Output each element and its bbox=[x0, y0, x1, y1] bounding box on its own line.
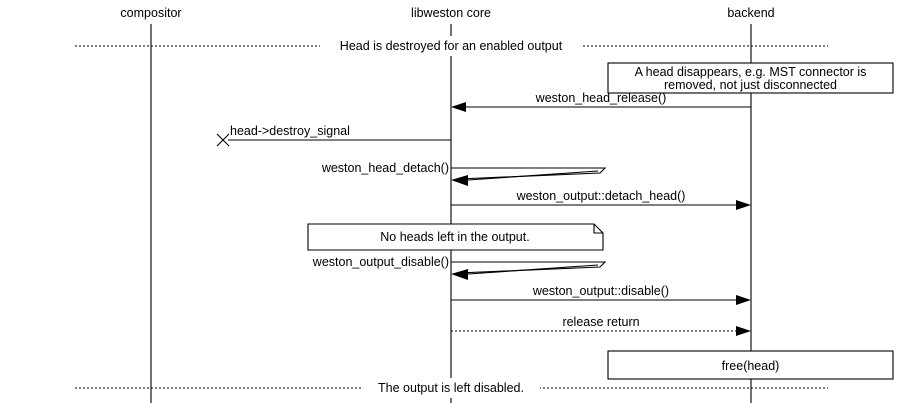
message-weston-output-disable-call-arrowhead bbox=[451, 269, 468, 280]
separator-top-label-bg bbox=[320, 36, 582, 56]
message-weston-output-disable: weston_output::disable() bbox=[451, 284, 751, 305]
message-weston-head-detach: weston_head_detach() bbox=[321, 161, 607, 186]
note-free-head-box bbox=[607, 350, 894, 380]
note-no-heads-left: No heads left in the output. bbox=[307, 223, 604, 251]
message-weston-output-disable-label: weston_output::disable() bbox=[532, 284, 669, 298]
message-weston-head-release: weston_head_release() bbox=[451, 91, 751, 112]
message-release-return-label: release return bbox=[562, 315, 639, 329]
note-free-head-text: free(head) bbox=[722, 359, 780, 373]
message-head-destroy-signal-x-stroke-2 bbox=[216, 133, 230, 147]
participant-label-compositor: compositor bbox=[120, 6, 181, 20]
note-no-heads-left-text: No heads left in the output. bbox=[380, 230, 529, 244]
message-weston-head-release-arrowhead bbox=[451, 102, 466, 112]
message-weston-output-detach-head-label: weston_output::detach_head() bbox=[516, 189, 686, 203]
message-weston-head-detach-loop-back bbox=[467, 170, 599, 181]
note-head-disappears-line-2: removed, not just disconnected bbox=[664, 78, 837, 92]
separator-bottom-label: The output is left disabled. bbox=[378, 381, 524, 395]
message-weston-head-detach-arrowhead bbox=[451, 175, 468, 186]
message-release-return-arrowhead bbox=[736, 326, 751, 336]
separator-top: Head is destroyed for an enabled output bbox=[75, 36, 828, 56]
participant-libweston-core[interactable]: libweston core bbox=[411, 6, 491, 403]
message-head-destroy-signal: head->destroy_signal bbox=[216, 124, 451, 147]
message-release-return: release return bbox=[451, 315, 751, 336]
separator-top-label: Head is destroyed for an enabled output bbox=[340, 39, 563, 53]
separator-bottom-label-bg bbox=[362, 378, 540, 398]
message-weston-head-release-label: weston_head_release() bbox=[535, 91, 667, 105]
message-weston-output-disable-call-label: weston_output_disable() bbox=[312, 255, 449, 269]
message-weston-output-disable-call-loop-out bbox=[451, 261, 607, 274]
participant-compositor[interactable]: compositor bbox=[120, 6, 182, 403]
message-weston-output-disable-call-loop-back bbox=[467, 264, 599, 275]
note-head-disappears-line-1: A head disappears, e.g. MST connector is bbox=[635, 65, 867, 79]
separator-bottom: The output is left disabled. bbox=[75, 378, 828, 398]
message-weston-output-detach-head: weston_output::detach_head() bbox=[451, 189, 751, 210]
message-weston-head-detach-loop-out bbox=[451, 167, 607, 180]
message-weston-output-disable-call: weston_output_disable() bbox=[312, 255, 607, 280]
participant-label-backend: backend bbox=[727, 6, 774, 20]
message-head-destroy-signal-label: head->destroy_signal bbox=[230, 124, 350, 138]
note-no-heads-left-box bbox=[307, 223, 604, 251]
message-weston-output-detach-head-arrowhead bbox=[736, 200, 751, 210]
note-free-head: free(head) bbox=[607, 350, 894, 380]
note-head-disappears: A head disappears, e.g. MST connector is… bbox=[607, 62, 894, 94]
message-weston-head-detach-label: weston_head_detach() bbox=[321, 161, 449, 175]
note-head-disappears-box bbox=[607, 62, 894, 94]
message-weston-output-disable-arrowhead bbox=[736, 295, 751, 305]
participant-label-libweston-core: libweston core bbox=[411, 6, 491, 20]
note-no-heads-left-fold bbox=[593, 224, 603, 234]
